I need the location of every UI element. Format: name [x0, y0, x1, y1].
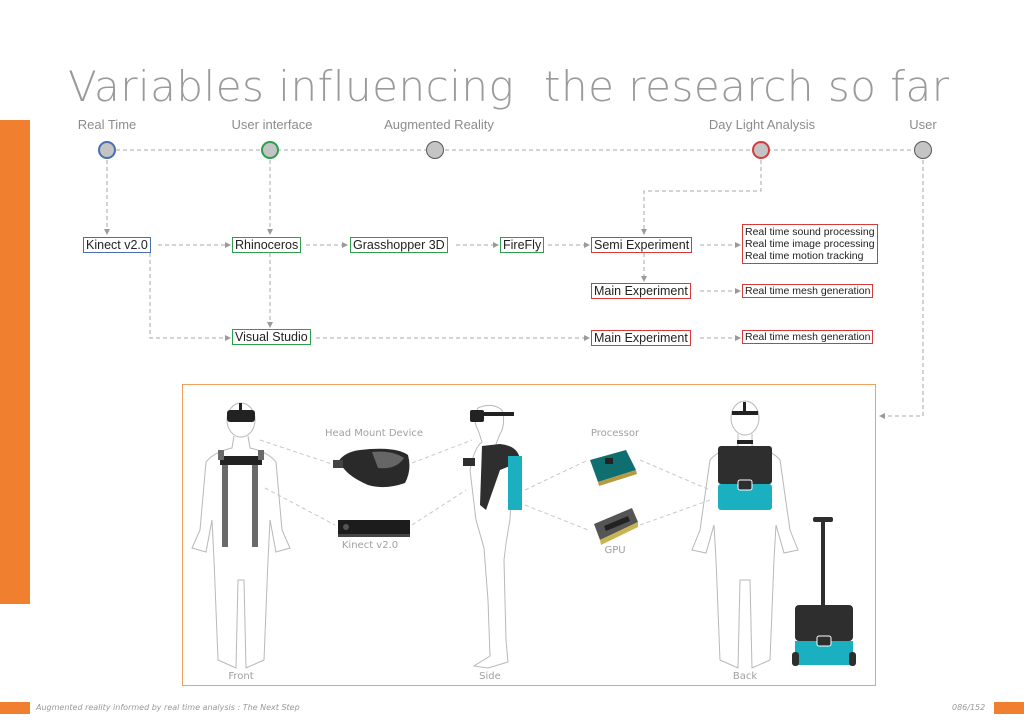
- processor-icon: [590, 450, 637, 486]
- node-day-light-analysis: [752, 141, 770, 159]
- label-side: Side: [479, 671, 501, 682]
- page-number: 086/152: [952, 703, 986, 712]
- variable-label-user-interface: User interface: [231, 117, 313, 132]
- box-semi-experiment: Semi Experiment: [591, 237, 693, 253]
- box-kinect: Kinect v2.0: [83, 237, 151, 253]
- variable-label-augmented-reality: Augmented Reality: [384, 117, 494, 132]
- label-back: Back: [732, 671, 758, 682]
- box-main-experiment-1: Main Experiment: [591, 283, 691, 299]
- side-figure: [469, 404, 513, 669]
- box-visual-studio: Visual Studio: [232, 329, 311, 345]
- page-title-part1: Variables influencing: [68, 62, 515, 111]
- footer-accent-left: [0, 702, 30, 714]
- page-title-part2: the research so far: [544, 62, 950, 111]
- label-kinect: Kinect v2.0: [341, 540, 399, 551]
- side-backpack-icon: [463, 444, 522, 510]
- hardware-figure-frame: [182, 384, 876, 686]
- node-user: [914, 141, 932, 159]
- footer-caption: Augmented reality informed by real time …: [36, 703, 300, 712]
- front-headset-icon: [227, 403, 255, 422]
- realtime-item: Real time sound processing: [745, 226, 875, 238]
- box-grasshopper: Grasshopper 3D: [350, 237, 448, 253]
- back-backpack-icon: [718, 446, 772, 510]
- gpu-icon: [594, 508, 638, 545]
- front-figure: [191, 402, 291, 669]
- head-mount-device-icon: [333, 448, 410, 488]
- label-processor: Processor: [590, 428, 640, 439]
- variable-label-user: User: [909, 117, 937, 132]
- realtime-item: Real time motion tracking: [745, 250, 864, 262]
- box-firefly: FireFly: [500, 237, 545, 253]
- box-mesh-generation-1: Real time mesh generation: [742, 284, 874, 298]
- node-augmented-reality: [426, 141, 444, 159]
- variable-label-real-time: Real Time: [77, 117, 137, 132]
- variable-label-day-light-analysis: Day Light Analysis: [708, 117, 816, 132]
- label-gpu: GPU: [604, 545, 626, 556]
- back-headset-icon: [732, 402, 758, 444]
- box-realtime-list: Real time sound processing Real time ima…: [742, 224, 878, 264]
- box-main-experiment-2: Main Experiment: [591, 330, 691, 346]
- box-rhinoceros: Rhinoceros: [232, 237, 302, 253]
- side-headset-icon: [470, 410, 514, 422]
- label-front: Front: [228, 671, 254, 682]
- rolling-suitcase-icon: [792, 517, 856, 666]
- footer-accent-right: [994, 702, 1024, 714]
- box-mesh-generation-2: Real time mesh generation: [742, 330, 874, 344]
- node-user-interface: [261, 141, 279, 159]
- front-harness-icon: [218, 450, 264, 547]
- label-head-mount-device: Head Mount Device: [324, 428, 424, 439]
- realtime-item: Real time image processing: [745, 238, 875, 250]
- side-accent-bar: [0, 120, 30, 604]
- kinect-device-icon: [338, 520, 410, 537]
- node-real-time: [98, 141, 116, 159]
